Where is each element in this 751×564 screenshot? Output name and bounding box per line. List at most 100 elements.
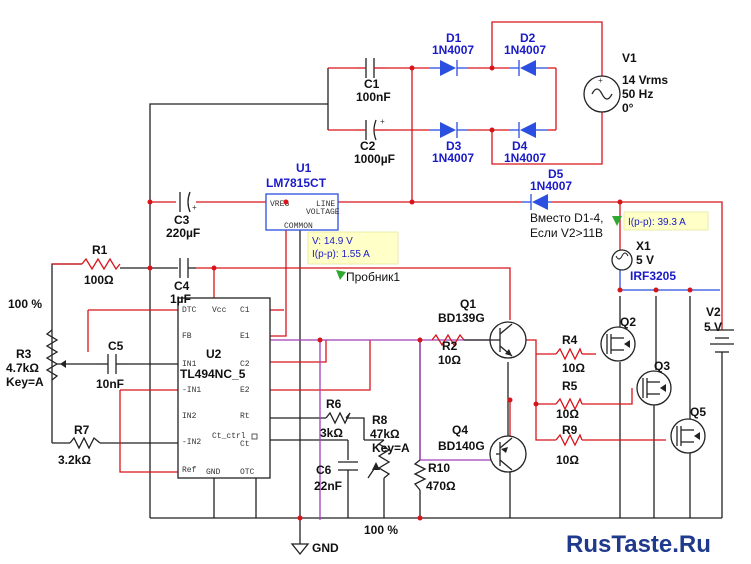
label-q1-ref: Q1 bbox=[460, 297, 476, 311]
label-q2-ref: Q2 bbox=[620, 315, 636, 329]
mosfet-q5[interactable] bbox=[670, 418, 706, 454]
resistor-r10[interactable] bbox=[413, 459, 427, 491]
label-r3-percent: 100 % bbox=[8, 297, 42, 311]
probe-2-current: I(p-p): 39.3 A bbox=[628, 217, 686, 228]
label-q3-ref: Q3 bbox=[654, 359, 670, 373]
label-v1-phase: 0° bbox=[622, 101, 634, 115]
u2-pin-right-1: C1 bbox=[240, 306, 250, 315]
label-d4-part: 1N4007 bbox=[504, 151, 546, 165]
u2-pin-left-3: -IN1 bbox=[182, 386, 201, 395]
mosfet-q2[interactable] bbox=[600, 326, 636, 362]
resistor-r2[interactable] bbox=[431, 333, 465, 347]
label-r6-ref: R6 bbox=[326, 397, 342, 411]
label-u2-ref: U2 bbox=[206, 347, 222, 361]
capacitor-c5[interactable] bbox=[96, 354, 128, 374]
resistor-r1[interactable] bbox=[52, 257, 121, 271]
label-r3-value: 4.7kΩ bbox=[6, 361, 39, 375]
label-r8-ref: R8 bbox=[372, 413, 388, 427]
probe-2[interactable]: I(p-p): 39.3 A bbox=[612, 211, 709, 231]
resistor-r7[interactable] bbox=[69, 436, 101, 450]
label-u2-part: TL494NC_5 bbox=[180, 367, 246, 381]
u2-pin-right-6: Ct_ctrl bbox=[212, 432, 246, 441]
label-r10-ref: R10 bbox=[428, 461, 450, 475]
transistor-q1[interactable] bbox=[464, 321, 527, 359]
label-c4-ref: C4 bbox=[174, 279, 190, 293]
potentiometer-r8[interactable] bbox=[364, 439, 391, 488]
label-v2-value: 5 V bbox=[704, 320, 722, 334]
u1-pin-common: COMMON bbox=[284, 222, 313, 231]
label-x1-ref: X1 bbox=[636, 239, 651, 253]
label-d5-part: 1N4007 bbox=[530, 179, 572, 193]
label-u1-part: LM7815CT bbox=[266, 176, 327, 190]
label-d3-ref: D3 bbox=[446, 139, 462, 153]
regulator-u1[interactable]: VREG LINE VOLTAGE COMMON bbox=[265, 193, 340, 231]
potentiometer-r3[interactable] bbox=[45, 329, 66, 381]
label-c6-value: 22nF bbox=[314, 479, 342, 493]
u2-pin-left-1: FB bbox=[182, 332, 192, 341]
label-q4-ref: Q4 bbox=[452, 423, 468, 437]
capacitor-c6[interactable] bbox=[338, 461, 358, 488]
resistor-r4[interactable] bbox=[555, 347, 583, 361]
note-line-1: Вместо D1-4, bbox=[530, 211, 604, 225]
u1-pin-vreg: VREG bbox=[270, 200, 289, 209]
u1-pin-line: LINE bbox=[316, 200, 335, 209]
label-u1-ref: U1 bbox=[296, 161, 312, 175]
capacitor-c4[interactable] bbox=[179, 258, 196, 278]
probe-1[interactable]: V: 14.9 V I(p-p): 1.55 A Пробник1 bbox=[307, 231, 400, 284]
capacitor-c3[interactable]: + bbox=[179, 191, 197, 213]
label-r2-value: 10Ω bbox=[438, 353, 461, 367]
svg-text:+: + bbox=[192, 204, 197, 213]
u2-pin-otc: OTC bbox=[240, 468, 255, 477]
u2-pin-right-3: C2 bbox=[240, 360, 250, 369]
diode-d3[interactable] bbox=[430, 122, 468, 138]
label-c4-value: 1µF bbox=[170, 292, 191, 306]
u2-pin-right-5: Rt bbox=[240, 412, 250, 421]
label-c2-ref: C2 bbox=[360, 139, 376, 153]
label-r7-ref: R7 bbox=[74, 423, 90, 437]
label-c1-value: 100nF bbox=[356, 90, 391, 104]
probe-1-voltage: V: 14.9 V bbox=[312, 236, 353, 247]
label-d1-ref: D1 bbox=[446, 31, 462, 45]
red-wires bbox=[87, 21, 723, 473]
label-r5-value: 10Ω bbox=[556, 407, 579, 421]
label-r6-value: 3kΩ bbox=[320, 426, 343, 440]
u1-pin-voltage: VOLTAGE bbox=[306, 208, 340, 217]
ac-source-v1[interactable]: + bbox=[583, 75, 621, 113]
u2-pin-right-2: E1 bbox=[240, 332, 250, 341]
label-q1-part: BD139G bbox=[438, 311, 485, 325]
mosfet-q3[interactable] bbox=[636, 370, 672, 406]
label-c5-value: 10nF bbox=[96, 377, 124, 391]
label-c3-value: 220µF bbox=[166, 226, 200, 240]
resistor-r5[interactable] bbox=[555, 397, 583, 411]
label-v1-ref: V1 bbox=[622, 51, 637, 65]
label-c6-ref: C6 bbox=[316, 463, 332, 477]
label-v1-value: 14 Vrms bbox=[622, 73, 668, 87]
resistor-r9[interactable] bbox=[555, 433, 583, 447]
diode-d5[interactable] bbox=[522, 194, 552, 210]
diode-d4[interactable] bbox=[510, 122, 548, 138]
u2-pin-right-7: Ct bbox=[240, 440, 250, 449]
label-d5-ref: D5 bbox=[548, 167, 564, 181]
diode-d1[interactable] bbox=[430, 60, 468, 76]
battery-v2[interactable] bbox=[710, 329, 734, 353]
capacitor-c2[interactable]: + bbox=[358, 118, 386, 141]
label-r4-ref: R4 bbox=[562, 333, 578, 347]
junction-dots bbox=[147, 65, 693, 521]
resistor-r6[interactable] bbox=[325, 411, 351, 425]
ground-symbol bbox=[290, 543, 310, 556]
label-r1-value: 100Ω bbox=[84, 273, 114, 287]
lamp-x1[interactable] bbox=[611, 249, 633, 271]
label-r2-ref: R2 bbox=[442, 339, 458, 353]
label-r1-ref: R1 bbox=[92, 243, 108, 257]
u2-pin-right-4: E2 bbox=[240, 386, 250, 395]
capacitor-c1[interactable] bbox=[358, 58, 386, 78]
label-r8-value: 47kΩ bbox=[370, 427, 400, 441]
u2-pin-gnd: GND bbox=[206, 468, 221, 477]
label-c3-ref: C3 bbox=[174, 213, 190, 227]
brand-watermark: RusTaste.Ru bbox=[566, 531, 711, 558]
transistor-q4[interactable] bbox=[489, 435, 527, 473]
diode-d2[interactable] bbox=[510, 60, 548, 76]
label-d4-ref: D4 bbox=[512, 139, 528, 153]
